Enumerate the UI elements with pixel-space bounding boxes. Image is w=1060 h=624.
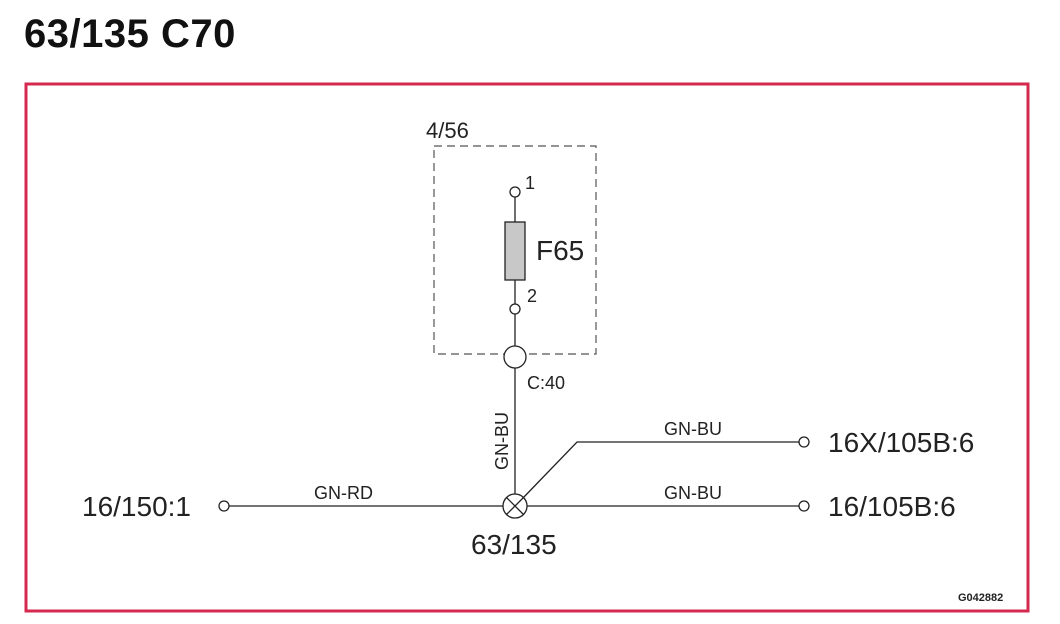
figure-code: G042882 [958,592,1003,604]
connector-c40 [503,345,527,369]
component-box-label: 4/56 [426,118,469,143]
wire-vertical-label: GN-BU [492,412,512,470]
terminal-left-label: 16/150:1 [82,491,191,522]
wire-right-upper [522,441,799,499]
terminal-right-upper-label: 16X/105B:6 [828,427,974,458]
fuse-label: F65 [536,235,584,266]
terminal-left [218,500,230,512]
fuse-pin-1 [509,186,521,198]
diagram-frame [24,82,1030,613]
wire-left-label: GN-RD [314,483,373,503]
connector-label: C:40 [527,373,565,393]
splice-label: 63/135 [471,529,557,560]
fuse-f65 [504,221,526,281]
terminal-right-lower-label: 16/105B:6 [828,491,956,522]
fuse-pin-1-label: 1 [525,173,535,193]
terminal-right-lower [798,500,810,512]
component-box [433,145,597,355]
splice-cross-b [506,497,524,515]
fuse-pin-2-label: 2 [527,286,537,306]
fuse-pin-2 [509,303,521,315]
wire-right-lower-label: GN-BU [664,483,722,503]
wire-right-upper-label: GN-BU [664,419,722,439]
terminal-right-upper [798,436,810,448]
page-title: 63/135 C70 [24,12,236,56]
